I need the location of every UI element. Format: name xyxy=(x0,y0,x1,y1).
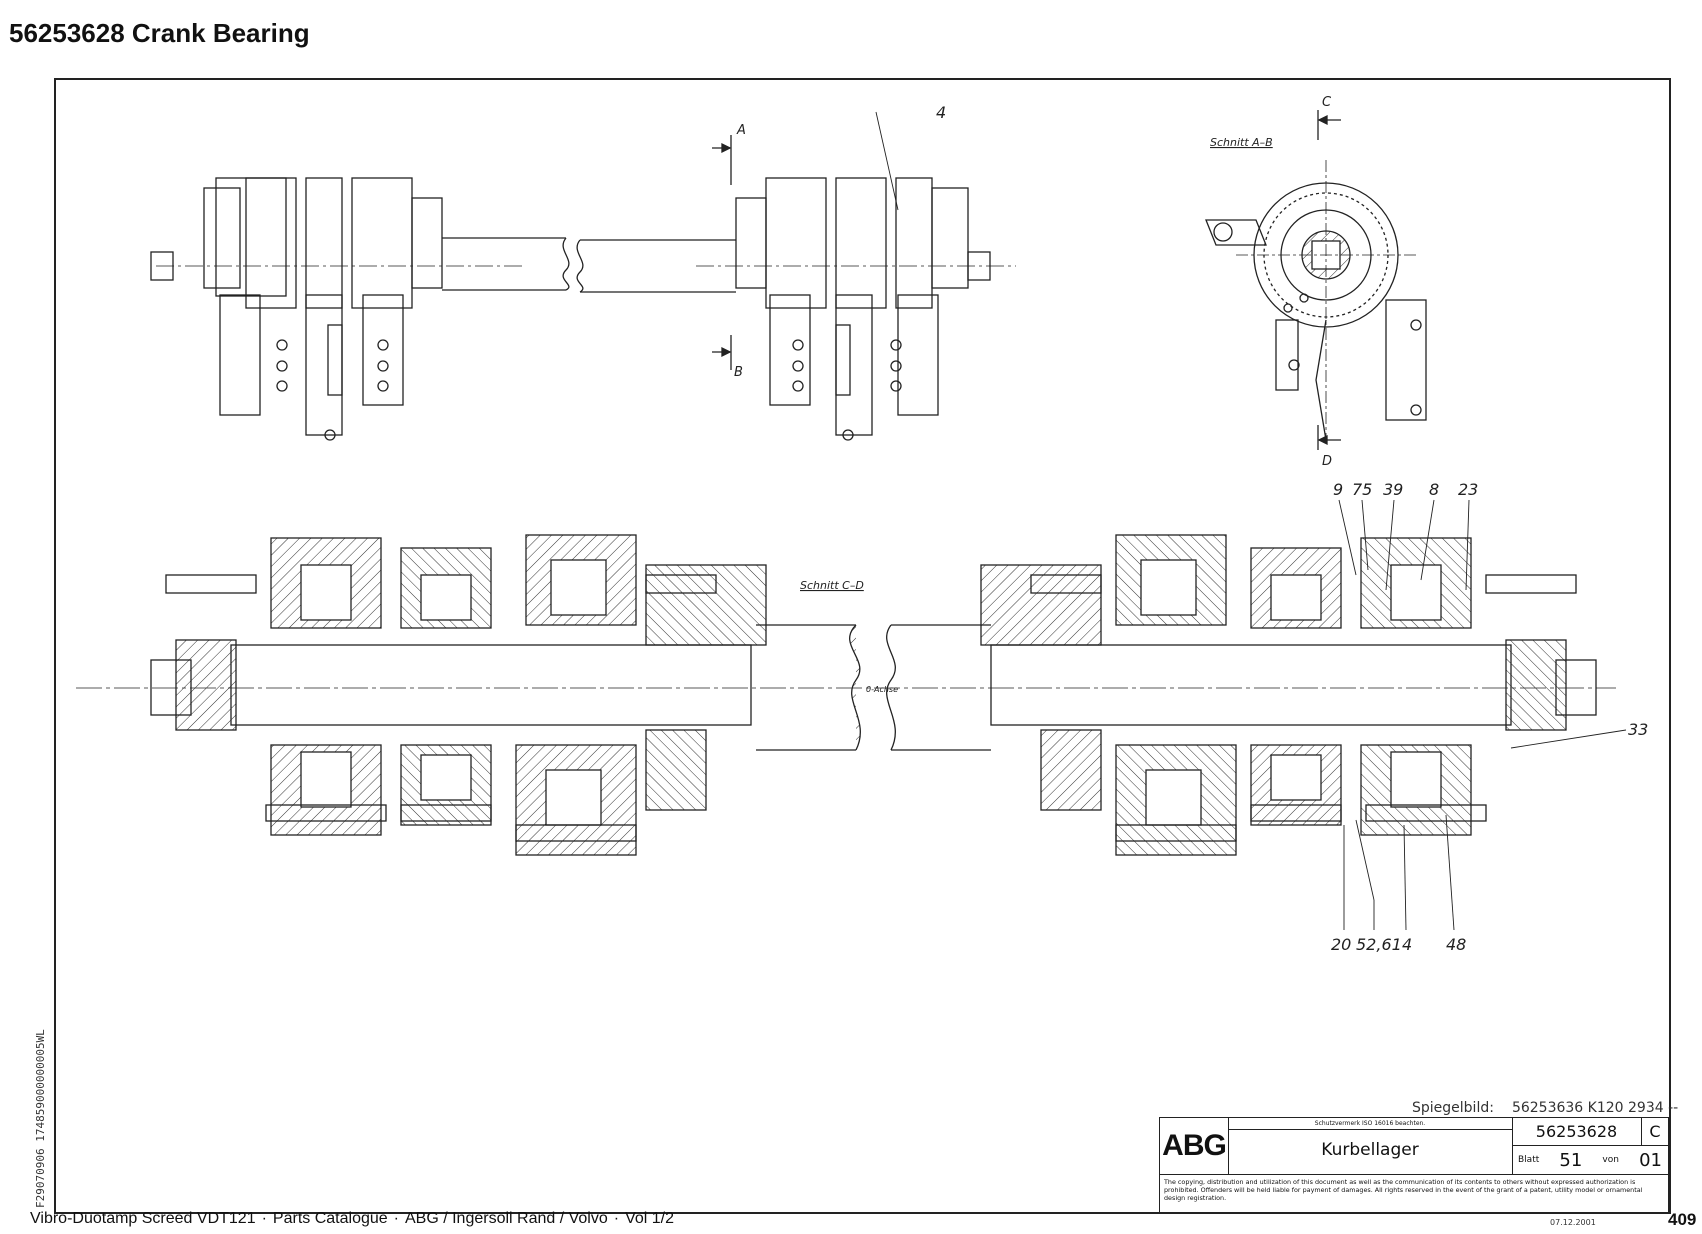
section-cd-right xyxy=(886,534,1597,856)
section-label-d: D xyxy=(1322,454,1332,469)
mirror-image-note: Spiegelbild: 56253636 K120 2934 -- xyxy=(1412,1100,1678,1116)
top-view-left-bearing xyxy=(150,177,526,441)
title-block-number-cell: 56253628 C Blatt 51 von 01 xyxy=(1512,1118,1668,1174)
mirror-label: Spiegelbild: xyxy=(1412,1100,1494,1116)
callout-52-61: 52,61 xyxy=(1356,935,1402,954)
section-label-c: C xyxy=(1322,95,1332,110)
abg-logo: ABG xyxy=(1160,1118,1229,1174)
section-title-ab: Schnitt A–B xyxy=(1210,136,1273,149)
revision: C xyxy=(1649,1122,1661,1141)
of-label: von xyxy=(1602,1155,1619,1165)
section-cd-left xyxy=(76,534,1616,856)
callout-48: 48 xyxy=(1446,935,1466,954)
drawing-number: 56253628 xyxy=(1512,1118,1642,1145)
section-ab-view xyxy=(1205,110,1427,450)
callout-20: 20 xyxy=(1331,935,1351,954)
drawing-name: Kurbellager xyxy=(1321,1140,1419,1160)
side-code: F29070906 174859000000005WL xyxy=(34,1029,47,1208)
section-marker-ab xyxy=(712,135,732,370)
section-label-b: B xyxy=(734,365,743,380)
title-block: ABG Schutzvermerk ISO 16016 beachten. Ku… xyxy=(1159,1117,1669,1213)
callout-39: 39 xyxy=(1383,480,1403,499)
drawing-date: 07.12.2001 xyxy=(1550,1218,1596,1227)
copyright-notice: The copying, distribution and utilizatio… xyxy=(1160,1174,1668,1213)
mirror-value: 56253636 K120 2934 -- xyxy=(1511,1100,1679,1116)
footer-brand: ABG / Ingersoll Rand / Volvo xyxy=(404,1210,608,1227)
callout-4-top: 4 xyxy=(936,103,946,122)
footer: Vibro-Duotamp Screed VDT121·Parts Catalo… xyxy=(30,1210,675,1227)
sheet-total: 01 xyxy=(1639,1149,1662,1171)
callout-33: 33 xyxy=(1628,720,1648,739)
drawing-frame xyxy=(54,78,1671,1214)
technical-drawing: A B C D Schnitt A–B Schnitt C–D 0-Achse … xyxy=(76,95,1648,954)
callout-4: 4 xyxy=(1402,935,1412,954)
sheet-number: 51 xyxy=(1559,1149,1583,1171)
callout-23: 23 xyxy=(1458,480,1478,499)
section-label-a: A xyxy=(736,123,746,138)
callout-9: 9 xyxy=(1333,480,1343,499)
footer-catalogue: Parts Catalogue xyxy=(272,1210,388,1227)
page-number: 409 xyxy=(1668,1210,1697,1229)
top-view-shaft xyxy=(442,237,736,293)
title-block-name-cell: Schutzvermerk ISO 16016 beachten. Kurbel… xyxy=(1228,1118,1513,1174)
callout-leaders xyxy=(1338,499,1627,931)
axis-label: 0-Achse xyxy=(866,685,898,694)
section-title-cd: Schnitt C–D xyxy=(800,579,864,592)
page-title: 56253628 Crank Bearing xyxy=(9,18,310,48)
callout-8: 8 xyxy=(1429,480,1439,499)
footer-volume: Vol 1/2 xyxy=(625,1210,675,1227)
sheet-label: Blatt xyxy=(1518,1155,1540,1165)
protection-note: Schutzvermerk ISO 16016 beachten. xyxy=(1228,1118,1512,1130)
callout-75: 75 xyxy=(1352,480,1372,499)
footer-product: Vibro-Duotamp Screed VDT121 xyxy=(30,1210,256,1227)
top-view-right-bearing xyxy=(696,111,1016,441)
